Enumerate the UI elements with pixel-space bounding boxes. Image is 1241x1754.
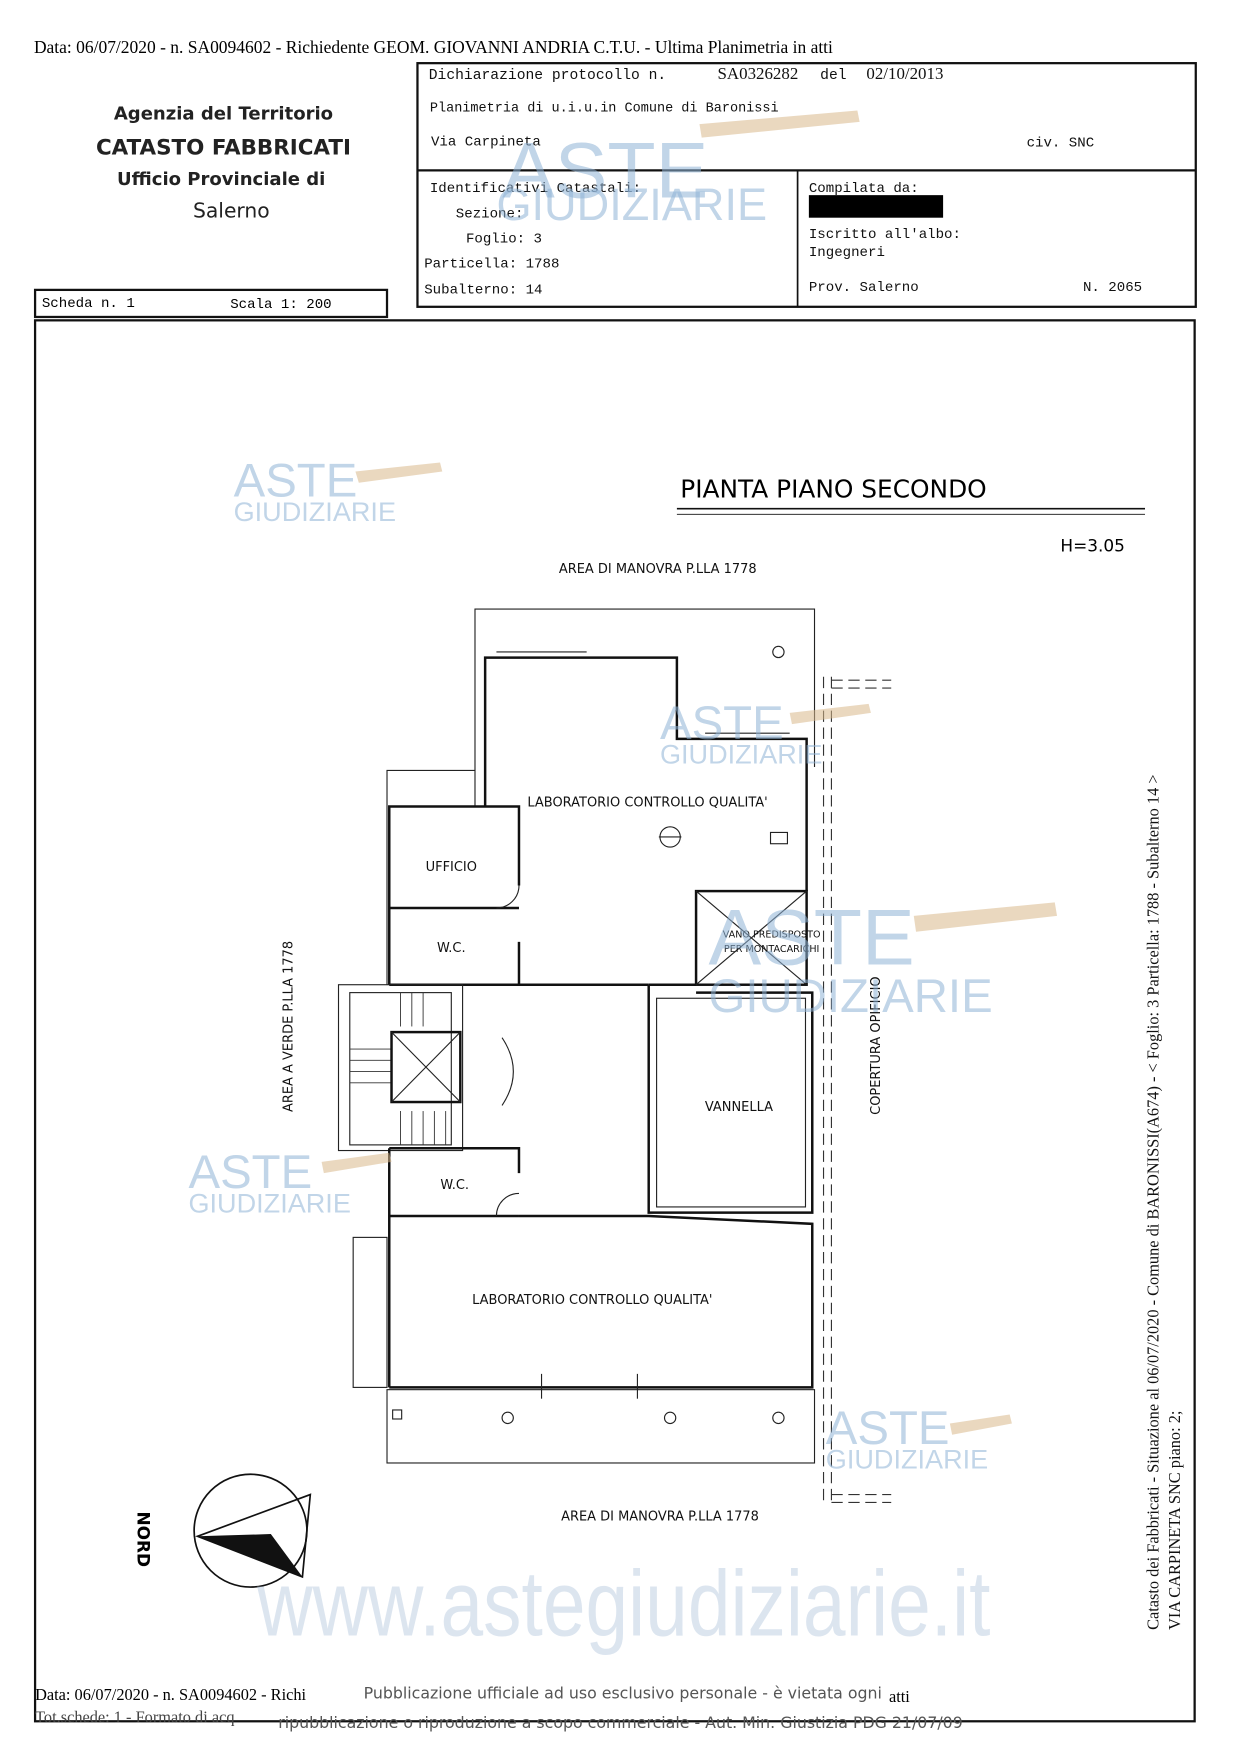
- address: Via Carpineta: [431, 135, 541, 151]
- plan-title: PIANTA PIANO SECONDO: [680, 474, 986, 503]
- compiler-number: N. 2065: [1083, 280, 1142, 296]
- copertura-label: COPERTURA OPIFICIO: [869, 976, 884, 1114]
- protocol-number: SA0326282: [718, 64, 799, 83]
- redacted-name: [808, 195, 944, 218]
- agency-name: Agenzia del Territorio: [114, 104, 333, 125]
- identifiers-title: Identificativi Catastali:: [430, 181, 641, 197]
- watermark-aste: ASTE: [660, 697, 784, 750]
- footer-line1: Data: 06/07/2020 - n. SA0094602 - Richi: [35, 1685, 306, 1704]
- floor-plan: [337, 608, 892, 1504]
- publication-notice-1: Pubblicazione ufficiale ad uso esclusivo…: [364, 1684, 882, 1703]
- date-label: del: [820, 68, 846, 84]
- foglio: Foglio: 3: [466, 232, 542, 248]
- side-text-line1: Catasto dei Fabbricati - Situazione al 0…: [1144, 774, 1163, 1630]
- publication-notice-2: ripubblicazione o riproduzione a scopo c…: [278, 1713, 963, 1732]
- watermark-giudiziarie: GIUDIZIARIE: [188, 1188, 350, 1219]
- agency-office: Ufficio Provinciale di: [117, 169, 325, 190]
- compiler-province: Prov. Salerno: [809, 280, 919, 296]
- area-top-label: AREA DI MANOVRA P.LLA 1778: [559, 562, 757, 577]
- watermark-aste: ASTE: [708, 893, 914, 981]
- plan-frame: [33, 319, 1196, 1723]
- watermark-giudiziarie: GIUDIZIARIE: [708, 970, 992, 1023]
- header-line: Data: 06/07/2020 - n. SA0094602 - Richie…: [34, 37, 833, 57]
- north-compass: NORD: [134, 1473, 312, 1588]
- planimetria-text: Planimetria di u.i.u.in Comune di Baroni…: [430, 102, 779, 117]
- watermark-aste: ASTE: [234, 454, 358, 507]
- footer: Data: 06/07/2020 - n. SA0094602 - Richi …: [35, 1684, 963, 1732]
- particella: Particella: 1788: [424, 256, 559, 272]
- footer-line1-end: atti: [889, 1687, 910, 1706]
- watermark-aste: ASTE: [502, 126, 708, 214]
- room-ufficio: UFFICIO: [426, 860, 477, 875]
- room-vannella: VANNELLA: [705, 1100, 773, 1115]
- ceiling-height: H=3.05: [1060, 536, 1125, 556]
- protocol-date: 02/10/2013: [866, 64, 943, 83]
- room-lab-top: LABORATORIO CONTROLLO QUALITA': [527, 796, 767, 811]
- watermark-giudiziarie: GIUDIZIARIE: [234, 496, 396, 527]
- agency-city: Salerno: [193, 199, 270, 223]
- scheda-number: Scheda n. 1: [42, 296, 135, 312]
- room-wc-1: W.C.: [437, 941, 466, 956]
- room-vano-line1: VANO PREDISPOSTO: [723, 929, 821, 940]
- area-left-label: AREA A VERDE P.LLA 1778: [281, 941, 296, 1112]
- area-bottom-label: AREA DI MANOVRA P.LLA 1778: [561, 1510, 759, 1525]
- room-lab-bottom: LABORATORIO CONTROLLO QUALITA': [472, 1293, 712, 1308]
- agency-catasto: CATASTO FABBRICATI: [96, 136, 351, 161]
- watermark-aste: ASTE: [826, 1402, 950, 1455]
- sezione: Sezione:: [456, 207, 524, 223]
- declaration-box: Dichiarazione protocollo n. SA0326282 de…: [416, 62, 1197, 308]
- north-label: NORD: [134, 1511, 154, 1567]
- footer-line2: Tot.schede: 1 - Formato di acq: [35, 1707, 234, 1726]
- side-text-line2: VIA CARPINETA SNC piano: 2;: [1165, 1411, 1184, 1630]
- room-vano-line2: PER MONTACARICHI: [724, 944, 819, 955]
- scale: Scala 1: 200: [230, 297, 331, 313]
- room-wc-2: W.C.: [440, 1178, 469, 1193]
- compiler-title: Compilata da:: [809, 181, 919, 197]
- watermark-giudiziarie: GIUDIZIARIE: [660, 739, 822, 770]
- albo-value: Ingegneri: [809, 245, 885, 261]
- scheda-box: Scheda n. 1 Scala 1: 200: [33, 288, 389, 319]
- watermark-giudiziarie: GIUDIZIARIE: [496, 179, 767, 230]
- watermark-site: www.astegiudiziarie.it: [256, 1552, 990, 1656]
- watermark-aste: ASTE: [188, 1146, 312, 1199]
- protocol-label: Dichiarazione protocollo n.: [429, 68, 666, 84]
- agency-block: Agenzia del Territorio CATASTO FABBRICAT…: [96, 104, 351, 223]
- watermark-giudiziarie: GIUDIZIARIE: [826, 1444, 988, 1475]
- albo-label: Iscritto all'albo:: [809, 227, 961, 243]
- subalterno: Subalterno: 14: [424, 282, 542, 298]
- civic-number: civ. SNC: [1027, 136, 1095, 152]
